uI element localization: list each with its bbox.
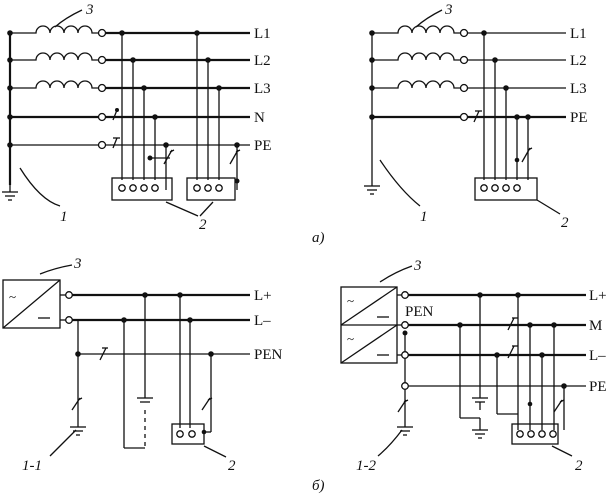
ac-symbol-icon-1: ~ — [347, 293, 354, 308]
caption-b: б) — [312, 478, 325, 494]
label-PEN-b-left: PEN — [254, 347, 283, 363]
ac-symbol-icon-2: ~ — [347, 331, 354, 346]
label-M-b-right: M — [589, 318, 602, 334]
callout-source-b-right: 3 — [413, 258, 422, 274]
callout-ground-a-right: 1 — [420, 209, 428, 225]
callout-coil-a-right: 3 — [444, 2, 453, 18]
callout-ground-b-right: 1-2 — [356, 458, 376, 474]
label-Lminus-b-right: L– — [589, 348, 606, 364]
diagram-a-left: 1 3 — [2, 2, 272, 233]
callout-coil-a-left: 3 — [85, 2, 94, 18]
caption-a: а) — [312, 230, 325, 246]
label-L2-a-right: L2 — [570, 53, 587, 69]
label-L2-a-left: L2 — [254, 53, 271, 69]
label-L3-a-left: L3 — [254, 81, 271, 97]
callout-ground-a-left: 1 — [60, 209, 68, 225]
label-Lplus-b-left: L+ — [254, 288, 272, 304]
label-N-a-left: N — [254, 110, 265, 126]
label-Lminus-b-left: L– — [254, 313, 271, 329]
label-Lplus-b-right: L+ — [589, 288, 607, 304]
diagram-b-right: ~ ~ 3 PEN 1-2 — [340, 258, 607, 474]
callout-terminals-a-right: 2 — [561, 215, 569, 231]
callout-terminals-a-left: 2 — [199, 217, 207, 233]
label-L1-a-left: L1 — [254, 26, 271, 42]
label-L1-a-right: L1 — [570, 26, 587, 42]
diagram-b-left: ~ 3 — [2, 256, 283, 474]
label-PE-a-left: PE — [254, 138, 272, 154]
callout-terminals-b-right: 2 — [575, 458, 583, 474]
label-L3-a-right: L3 — [570, 81, 587, 97]
callout-ground-b-left: 1-1 — [22, 458, 42, 474]
label-PE-a-right: PE — [570, 110, 588, 126]
label-PEN-b-right-source: PEN — [405, 304, 434, 320]
label-PE-b-right: PE — [589, 379, 607, 395]
ac-symbol-icon: ~ — [9, 289, 16, 304]
callout-source-b-left: 3 — [73, 256, 82, 272]
diagram-a-right: 1 3 2 L1 L2 L3 PE — [364, 2, 588, 231]
callout-terminals-b-left: 2 — [228, 458, 236, 474]
